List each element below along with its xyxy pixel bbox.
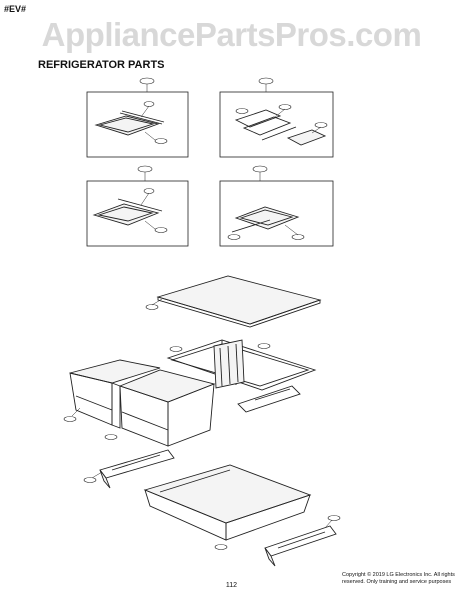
crisper-cover-panel — [145, 275, 322, 328]
shelf-assembly-middle-right — [219, 165, 334, 247]
rail-bracket-left — [83, 449, 175, 489]
shelf-assembly-top-right — [219, 77, 334, 158]
copyright-notice: Copyright © 2019 LG Electronics Inc. All… — [342, 572, 455, 585]
drawer-frame — [166, 339, 317, 413]
lower-drawer — [143, 464, 312, 550]
shelf-assembly-middle-left — [86, 165, 189, 247]
crisper-drawers — [63, 359, 216, 447]
page-code: #EV# — [4, 4, 27, 14]
watermark: AppliancePartsPros.com — [41, 16, 422, 53]
shelf-assembly-top-left — [86, 77, 189, 158]
section-title: REFRIGERATOR PARTS — [38, 59, 165, 71]
page-number: 112 — [225, 582, 238, 589]
rail-bracket-right — [264, 515, 341, 567]
